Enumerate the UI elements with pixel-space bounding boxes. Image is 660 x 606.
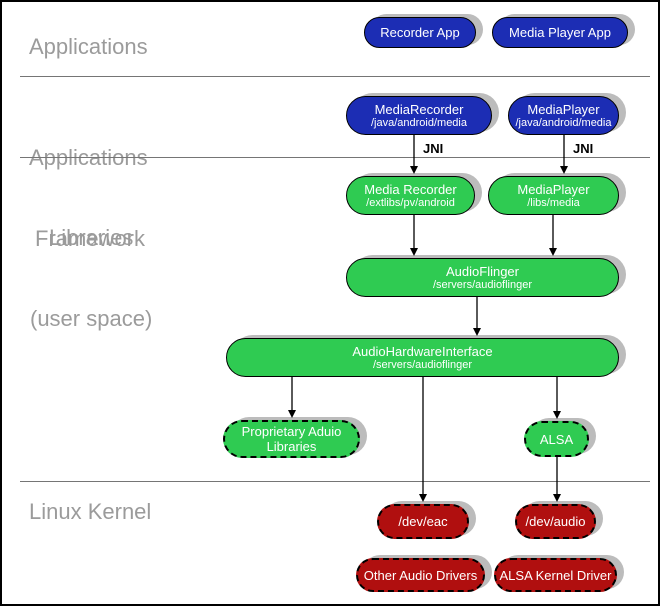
node-label: Other Audio Drivers: [363, 567, 478, 583]
arrow-recorderlib-to-audioflinger: [410, 215, 418, 256]
node-label: MediaPlayer: [517, 181, 590, 197]
node-alsa: ALSA: [524, 421, 589, 457]
node-label: Recorder App: [380, 25, 460, 40]
node-label: ALSA Kernel Driver: [499, 567, 612, 583]
node-label: Proprietary Aduio: [241, 424, 342, 439]
node-mediaplayer-lib: MediaPlayer /libs/media: [488, 176, 619, 215]
arrow-mediarecorder-to-lib: [410, 135, 418, 174]
node-path: /java/android/media: [370, 116, 467, 129]
arrow-playerlib-to-audioflinger: [549, 215, 557, 256]
node-audioflinger: AudioFlinger /servers/audioflinger: [346, 258, 619, 297]
arrow-ahi-to-dev-eac: [419, 377, 427, 502]
jni-label-player: JNI: [573, 141, 594, 156]
node-media-recorder-lib: Media Recorder /extlibs/pv/android: [346, 176, 475, 215]
layer-label-line: (user space): [30, 306, 153, 331]
separator-kernel: [20, 481, 650, 482]
node-dev-eac: /dev/eac: [377, 504, 469, 539]
node-label: ALSA: [539, 431, 574, 447]
layer-label-applications: Applications: [29, 34, 148, 59]
node-path: /libs/media: [527, 196, 580, 209]
node-label: Libraries: [266, 439, 317, 454]
node-other-audio-drivers: Other Audio Drivers: [356, 558, 485, 592]
node-label: MediaRecorder: [374, 101, 464, 117]
layer-label-line: Framework: [35, 226, 146, 251]
node-alsa-kernel-driver: ALSA Kernel Driver: [494, 558, 617, 592]
node-path: /servers/audioflinger: [372, 358, 473, 371]
layer-label-libraries: Libraries (user space): [30, 170, 152, 386]
node-label: /dev/eac: [398, 514, 448, 529]
layer-label-linux-kernel: Linux Kernel: [29, 499, 152, 524]
node-recorder-app: Recorder App: [364, 17, 476, 48]
node-path: /java/android/media: [515, 116, 612, 129]
node-path: /extlibs/pv/android: [366, 196, 455, 209]
arrow-ahi-to-alsa: [553, 377, 561, 419]
layer-label-line: Libraries: [49, 225, 134, 250]
node-label: Media Player App: [509, 25, 611, 40]
separator-framework: [20, 157, 650, 158]
node-label: AudioFlinger: [446, 263, 519, 279]
node-media-player-app: Media Player App: [492, 17, 628, 48]
separator-applications: [20, 76, 650, 77]
node-audiohardwareinterface: AudioHardwareInterface /servers/audiofli…: [226, 338, 619, 377]
node-label: MediaPlayer: [527, 101, 600, 117]
node-proprietary-audio-libraries: Proprietary Aduio Libraries: [223, 420, 360, 458]
arrow-audioflinger-to-ahi: [473, 297, 481, 336]
node-path: /servers/audioflinger: [432, 278, 533, 291]
arrow-alsa-to-dev-audio: [553, 457, 561, 502]
arrow-ahi-to-proprietary: [288, 377, 296, 418]
jni-label-recorder: JNI: [423, 141, 444, 156]
node-label: /dev/audio: [525, 514, 586, 529]
node-mediaplayer-framework: MediaPlayer /java/android/media: [508, 96, 619, 135]
node-label: AudioHardwareInterface: [352, 343, 493, 359]
node-label: Media Recorder: [364, 181, 457, 197]
node-mediarecorder-framework: MediaRecorder /java/android/media: [346, 96, 492, 135]
node-dev-audio: /dev/audio: [515, 504, 596, 539]
arrow-mediaplayer-to-lib: [560, 135, 568, 174]
